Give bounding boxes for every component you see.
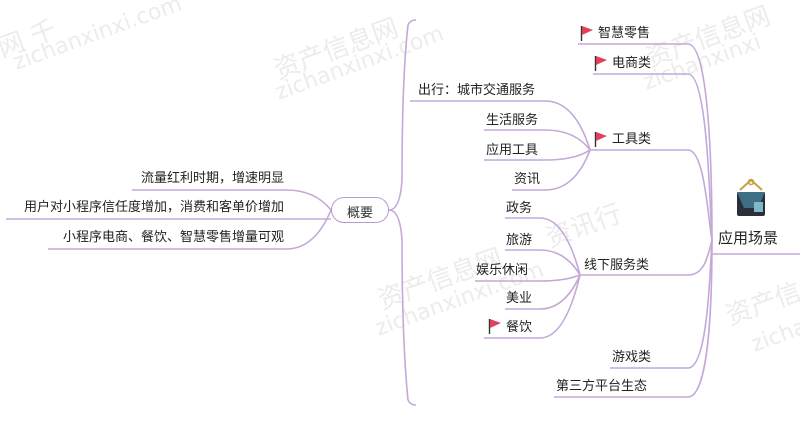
branch-games[interactable]: 游戏类 bbox=[612, 350, 652, 365]
offline-item: 政务 bbox=[506, 201, 533, 216]
binder-clip-icon bbox=[737, 178, 765, 216]
red-flag-icon bbox=[580, 26, 593, 41]
tools-item: 出行：城市交通服务 bbox=[418, 83, 536, 98]
offline-item: 娱乐休闲 bbox=[476, 263, 529, 278]
center-node[interactable]: 应用场景 bbox=[718, 229, 779, 247]
tools-item: 应用工具 bbox=[486, 143, 539, 158]
overview-point: 小程序电商、餐饮、智慧零售增量可观 bbox=[62, 230, 284, 245]
overview-node[interactable]: 概要 bbox=[331, 197, 389, 223]
overview-label: 概要 bbox=[346, 206, 373, 221]
red-flag-icon bbox=[488, 319, 501, 334]
overview-point: 用户对小程序信任度增加，消费和客单价增加 bbox=[23, 200, 284, 215]
tools-item: 资讯 bbox=[514, 172, 541, 187]
red-flag-icon bbox=[594, 132, 607, 147]
branch-offline[interactable]: 线下服务类 bbox=[584, 258, 650, 273]
branch-smart-retail[interactable]: 智慧零售 bbox=[598, 26, 651, 41]
tools-item: 生活服务 bbox=[486, 113, 539, 128]
branch-ecommerce[interactable]: 电商类 bbox=[612, 56, 652, 71]
red-flag-icon bbox=[594, 56, 607, 71]
offline-item: 餐饮 bbox=[506, 320, 533, 335]
offline-item: 美业 bbox=[506, 291, 533, 306]
branch-third-party[interactable]: 第三方平台生态 bbox=[556, 379, 648, 394]
offline-item: 旅游 bbox=[506, 233, 533, 248]
overview-point: 流量红利时期，增速明显 bbox=[140, 171, 284, 186]
branch-tools[interactable]: 工具类 bbox=[612, 132, 652, 147]
